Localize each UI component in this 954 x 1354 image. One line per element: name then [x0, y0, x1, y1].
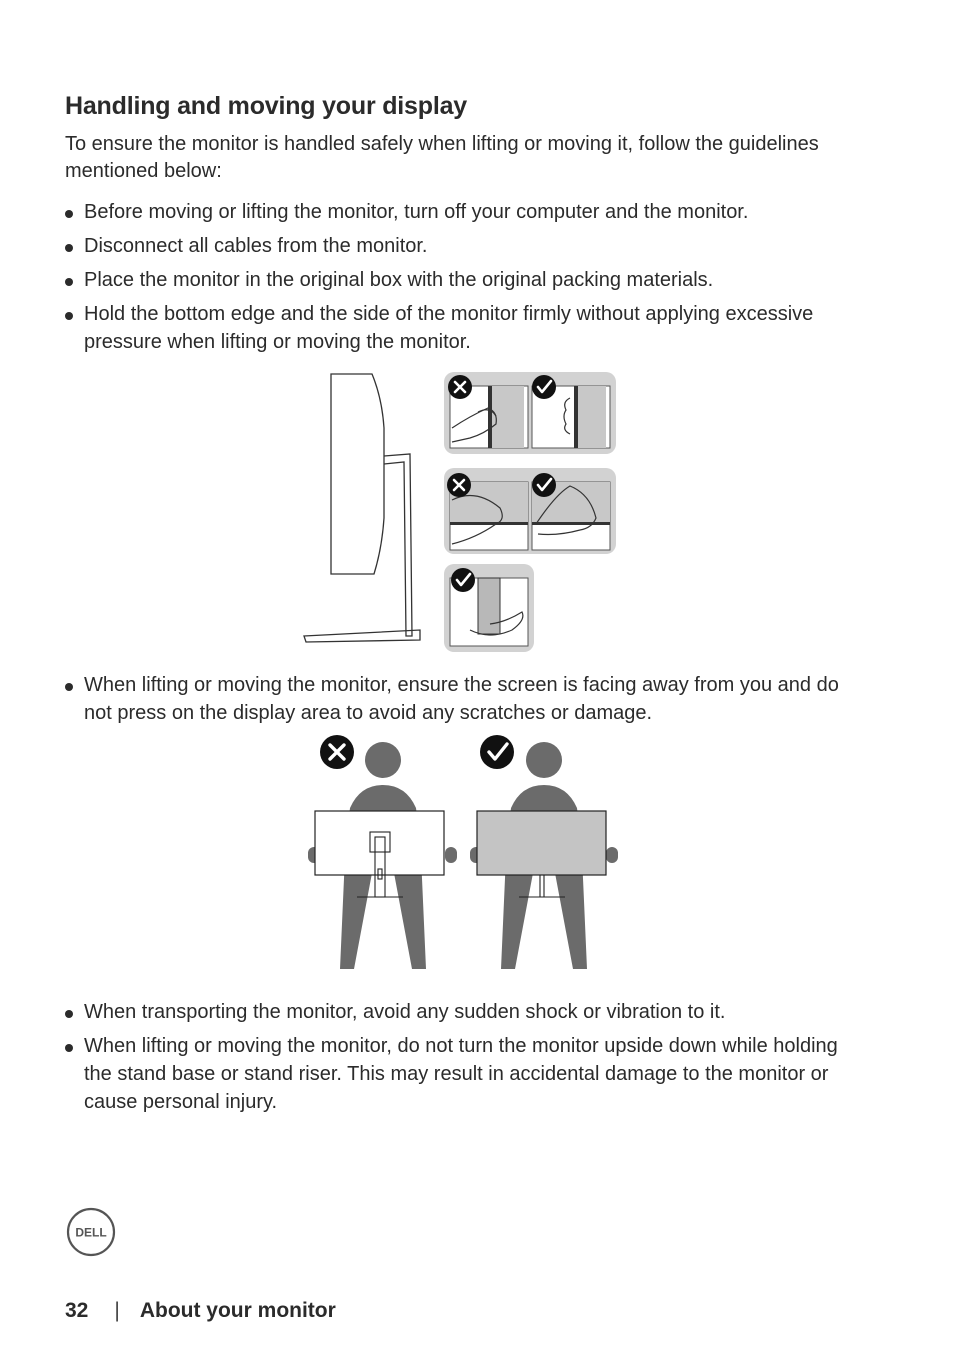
check-icon	[532, 375, 556, 399]
list-item: Hold the bottom edge and the side of the…	[65, 300, 865, 356]
cross-icon	[448, 375, 472, 399]
cross-icon	[320, 735, 354, 769]
cross-icon	[447, 473, 471, 497]
footer-separator: |	[114, 1299, 120, 1322]
monitor-back	[314, 810, 445, 876]
page-number: 32	[65, 1299, 89, 1322]
monitor-screen	[476, 810, 607, 876]
list-item: Disconnect all cables from the monitor.	[65, 232, 865, 260]
bullet-dot	[65, 244, 73, 252]
list-item: Before moving or lifting the monitor, tu…	[65, 198, 865, 226]
carrying-monitor-illustration	[308, 735, 618, 969]
page-title: Handling and moving your display	[65, 92, 467, 120]
bullet-dot	[65, 1044, 73, 1052]
bullet-dot	[65, 210, 73, 218]
bullet-list-orientation: When lifting or moving the monitor, ensu…	[65, 671, 865, 733]
list-item-text: When lifting or moving the monitor, ensu…	[84, 674, 839, 724]
monitor-side-view	[303, 373, 421, 643]
check-icon	[480, 735, 514, 769]
check-icon	[532, 473, 556, 497]
bullet-list-transport: When transporting the monitor, avoid any…	[65, 998, 865, 1122]
section-name: About your monitor	[139, 1299, 336, 1322]
list-item-text: When transporting the monitor, avoid any…	[84, 1001, 726, 1023]
list-item-text: Hold the bottom edge and the side of the…	[84, 303, 814, 353]
list-item: When transporting the monitor, avoid any…	[65, 998, 865, 1026]
list-item: When lifting or moving the monitor, do n…	[65, 1032, 865, 1116]
bullet-dot	[65, 278, 73, 286]
bullet-dot	[65, 683, 73, 691]
monitor-handling-illustration	[303, 372, 616, 652]
bullet-dot	[65, 1010, 73, 1018]
dell-logo-text: DELL	[75, 1226, 106, 1240]
list-item: Place the monitor in the original box wi…	[65, 266, 865, 294]
list-item: When lifting or moving the monitor, ensu…	[65, 671, 865, 727]
list-item-text: Before moving or lifting the monitor, tu…	[84, 201, 749, 223]
page-footer: 32 | About your monitor	[65, 1299, 336, 1323]
list-item-text: Place the monitor in the original box wi…	[84, 269, 714, 291]
check-icon	[451, 568, 475, 592]
list-item-text: Disconnect all cables from the monitor.	[84, 235, 428, 257]
list-item-text: When lifting or moving the monitor, do n…	[84, 1035, 838, 1113]
intro-paragraph: To ensure the monitor is handled safely …	[65, 133, 819, 182]
dell-logo: DELL	[66, 1207, 116, 1257]
bullet-dot	[65, 312, 73, 320]
bullet-list-handling: Before moving or lifting the monitor, tu…	[65, 198, 865, 362]
